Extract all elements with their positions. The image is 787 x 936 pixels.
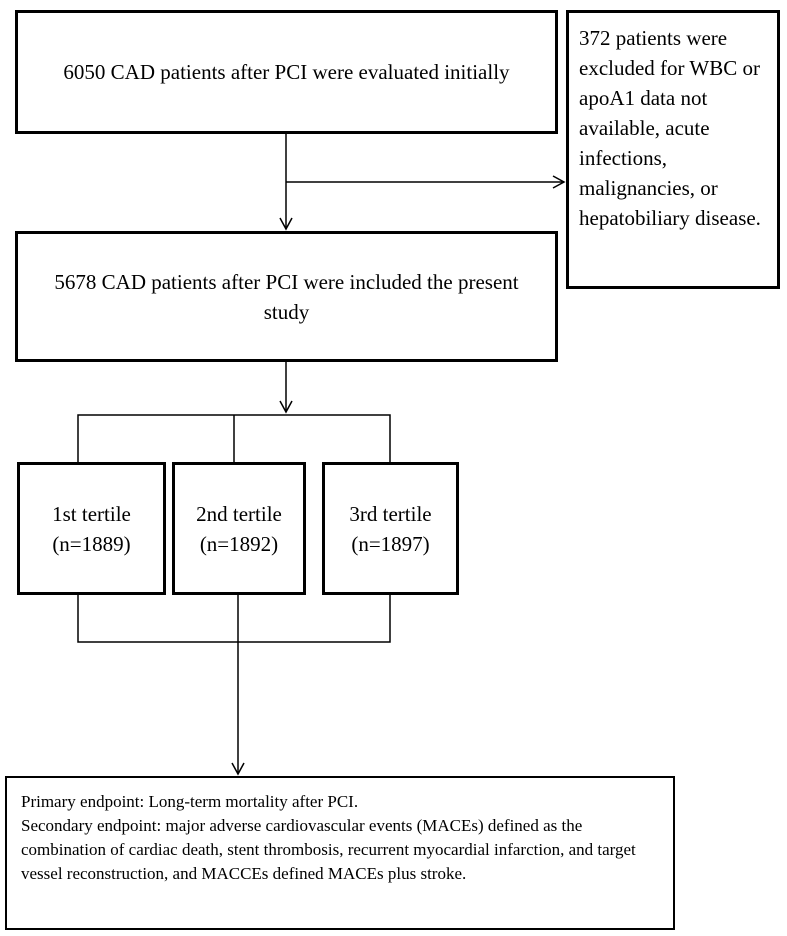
- included-box: 5678 CAD patients after PCI were include…: [15, 231, 558, 362]
- endpoint-box: Primary endpoint: Long-term mortality af…: [5, 776, 675, 930]
- merge-bracket: [77, 594, 391, 643]
- primary-endpoint-text: Primary endpoint: Long-term mortality af…: [21, 792, 359, 811]
- evaluated-box: 6050 CAD patients after PCI were evaluat…: [15, 10, 558, 134]
- tertile-1-count: (n=1889): [52, 531, 131, 556]
- evaluated-text: 6050 CAD patients after PCI were evaluat…: [63, 60, 510, 84]
- tertile-2-count: (n=1892): [199, 531, 279, 556]
- included-text: 5678 CAD patients after PCI were include…: [54, 269, 519, 324]
- tertile-3-label: 3rd tertile: [349, 501, 432, 526]
- tertile-3-count: (n=1897): [351, 531, 430, 556]
- tertile-2-label: 2nd tertile: [196, 501, 282, 526]
- tertile-1-label: 1st tertile: [52, 501, 131, 526]
- excluded-text: 372 patients were excluded for WBC or ap…: [579, 26, 761, 230]
- tertile-3-box: 3rd tertile (n=1897): [322, 462, 459, 595]
- tertile-2-box: 2nd tertile (n=1892): [172, 462, 306, 595]
- tertile-1-box: 1st tertile (n=1889): [17, 462, 166, 595]
- excluded-box: 372 patients were excluded for WBC or ap…: [566, 10, 780, 289]
- secondary-endpoint-text: Secondary endpoint: major adverse cardio…: [21, 816, 636, 883]
